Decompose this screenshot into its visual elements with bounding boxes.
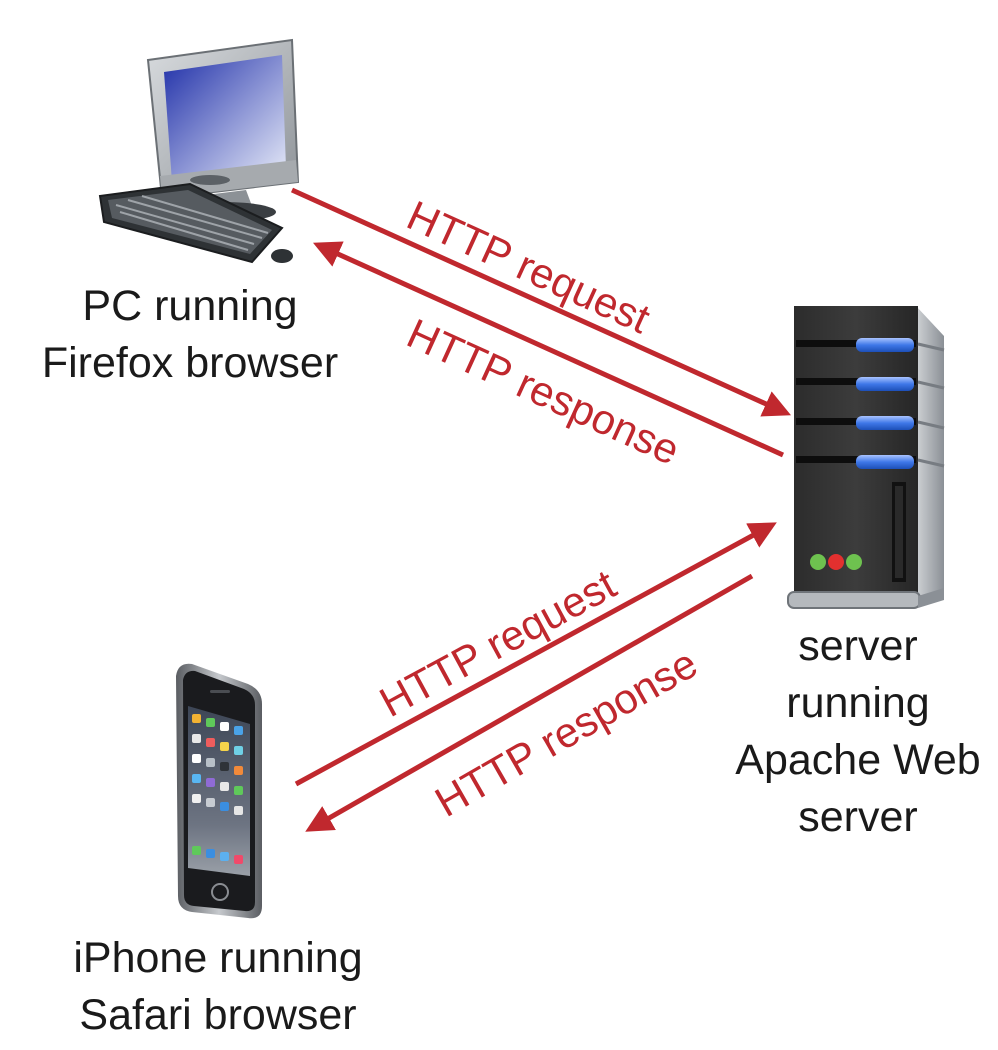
- server-tower-icon: [787, 306, 945, 609]
- pc-response-arrow: [312, 241, 785, 458]
- server-caption-line4: server: [798, 793, 918, 841]
- arrows-group: [290, 187, 792, 832]
- iphone-request-arrow: [294, 522, 777, 787]
- pc-caption-line1: PC running: [82, 282, 298, 330]
- iphone-caption-line1: iPhone running: [73, 934, 363, 982]
- iphone-caption-line2: Safari browser: [79, 991, 357, 1039]
- pc-caption: PC running Firefox browser: [0, 278, 380, 392]
- pc-caption-line2: Firefox browser: [41, 339, 339, 387]
- arrow-labels: HTTP request HTTP response HTTP request …: [372, 191, 705, 825]
- server-caption-line2: running: [786, 679, 930, 727]
- desktop-computer-icon: [98, 38, 300, 264]
- server-caption-line3: Apache Web: [735, 736, 981, 784]
- server-caption-line1: server: [798, 622, 918, 670]
- iphone-caption: iPhone running Safari browser: [28, 930, 408, 1044]
- iphone-response-arrow: [305, 573, 754, 832]
- smartphone-icon: [176, 663, 262, 919]
- pc-request-arrow: [290, 187, 792, 417]
- server-caption: server running Apache Web server: [708, 618, 998, 846]
